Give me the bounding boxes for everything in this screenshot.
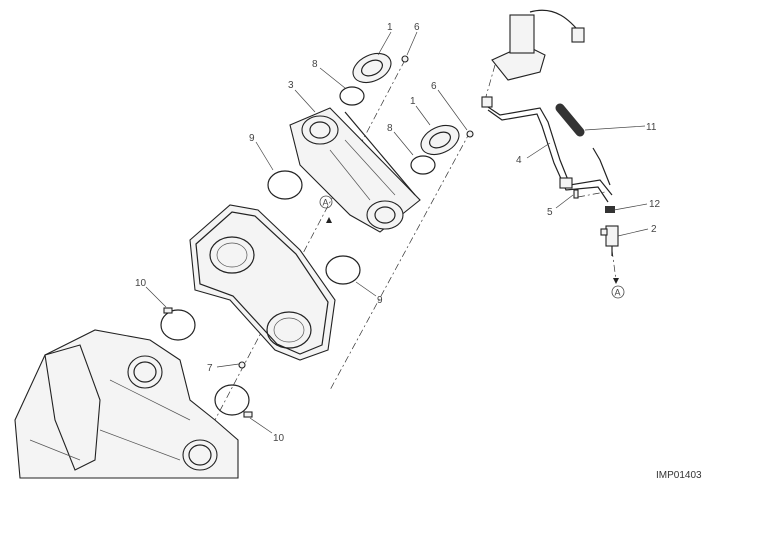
callout-3: 3 [288,80,294,91]
callout-5: 5 [547,207,553,218]
arrow-to-a-left [326,217,332,223]
drawing-code: IMP01403 [656,470,702,481]
screw-upper [401,55,409,63]
o-ring-lower [410,155,436,175]
intake-manifold-plate [189,204,336,361]
arrow-to-a-right [613,278,619,284]
intake-funnel-upper [352,52,392,84]
callout-9: 9 [249,133,255,144]
engine-block [14,329,239,479]
callout-6: 6 [431,81,437,92]
svg-text:A: A [323,198,329,208]
callout-10: 10 [135,278,147,289]
callout-8: 8 [312,59,318,70]
gasket-upper [267,170,303,200]
throttle-body-assembly [289,107,421,233]
screw-5 [573,189,579,199]
assembly-axis-lines [214,59,617,421]
connection-mark-a-left: A [319,195,333,209]
hose-clamp-upper [160,307,196,341]
bolt-7 [238,361,246,369]
leader-lines [145,31,649,434]
callout-10: 10 [273,433,285,444]
protective-sleeve [555,103,585,137]
svg-text:A: A [615,288,621,298]
connection-mark-a-right: A [611,285,625,299]
gasket-lower [325,255,361,285]
callout-11: 11 [646,122,657,133]
callout-12: 12 [649,199,661,210]
callout-2: 2 [651,224,657,235]
intake-funnel-lower [420,124,460,156]
hose-clamp-lower [214,384,253,418]
callout-1: 1 [387,22,393,33]
callout-4: 4 [516,155,522,166]
fuel-injector [600,225,619,256]
callout-8: 8 [387,123,393,134]
callout-6: 6 [414,22,420,33]
callout-9: 9 [377,295,383,306]
fuel-pump [491,9,585,81]
callout-1: 1 [410,96,416,107]
fuel-hose [481,96,613,203]
callout-7: 7 [207,363,213,374]
injector-seal [605,206,615,213]
o-ring-upper [339,86,365,106]
screw-lower [466,130,474,138]
